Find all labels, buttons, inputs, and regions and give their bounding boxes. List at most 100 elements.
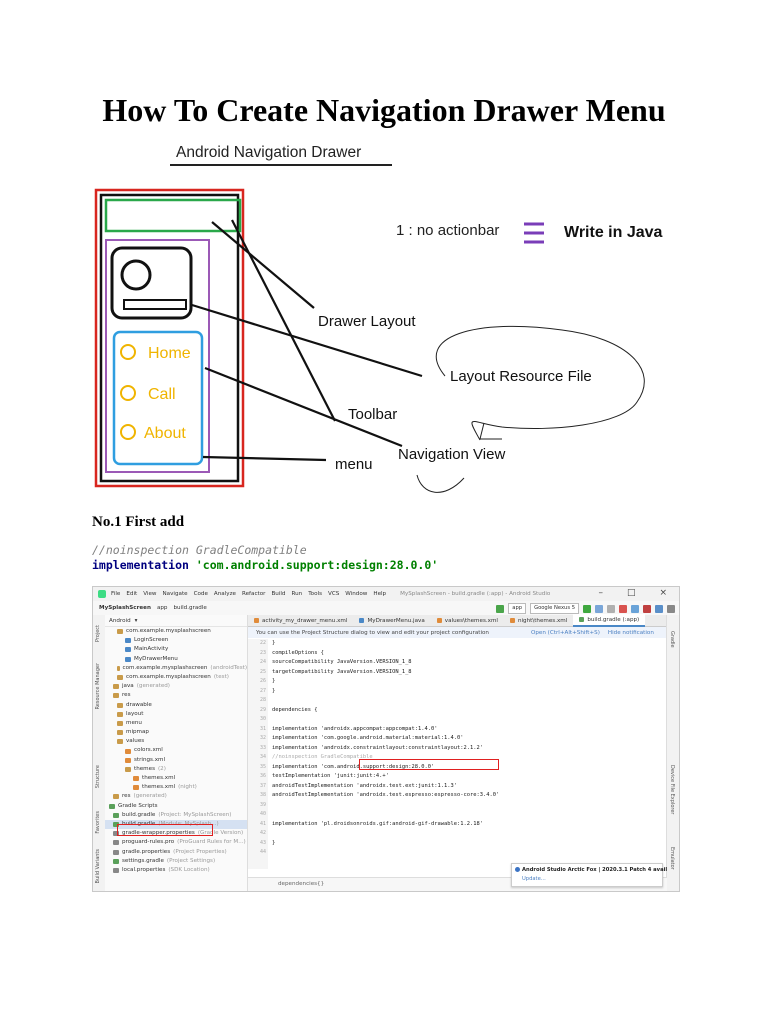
stop-icon[interactable] (619, 604, 627, 613)
tab-my-drawer-menu-java[interactable]: MyDrawerMenu.java (353, 615, 430, 626)
tab-label: activity_my_drawer_menu.xml (262, 617, 348, 624)
menu-build[interactable]: Build (271, 591, 286, 597)
tab-values-themes[interactable]: values\themes.xml (431, 615, 504, 626)
sync-icon[interactable] (631, 604, 639, 613)
side-tab-favorites[interactable]: Favorites (95, 811, 101, 834)
tree-item-detail: (test) (213, 673, 229, 680)
tree-item-detail: (generated) (136, 683, 170, 690)
tree-item[interactable]: layout (105, 710, 247, 719)
tree-item[interactable]: themes.xml (105, 774, 247, 783)
tree-item[interactable]: LoginScreen (105, 636, 247, 645)
menu-item-call: Call (148, 386, 176, 403)
maximize-icon[interactable]: □ (626, 588, 636, 598)
tree-item[interactable]: themes(2) (105, 765, 247, 774)
side-tab-gradle[interactable]: Gradle (669, 631, 675, 648)
tree-item[interactable]: com.example.mysplashscreen(androidTest) (105, 664, 247, 673)
line-number: 23 (259, 649, 266, 656)
file-icon (125, 748, 131, 754)
hammer-icon[interactable] (496, 604, 505, 613)
editor-breadcrumb[interactable]: dependencies{} (278, 881, 325, 887)
code-keyword: implementation (92, 558, 189, 572)
tree-item[interactable]: com.example.mysplashscreen(test) (105, 673, 247, 682)
menu-navigate[interactable]: Navigate (162, 591, 188, 597)
tree-item[interactable]: local.properties(SDK Location) (105, 866, 247, 875)
window-title: MySplashScreen - build.gradle (:app) - A… (400, 591, 551, 597)
tree-item-detail: (Project: MySplashScreen) (158, 811, 232, 818)
menu-item-about: About (144, 425, 186, 442)
tree-item[interactable]: gradle.properties(Project Properties) (105, 848, 247, 857)
close-icon[interactable]: × (659, 588, 667, 598)
device-dropdown[interactable]: Google Nexus 5 (530, 603, 579, 614)
tree-item[interactable]: drawable (105, 701, 247, 710)
code-implementation-line: implementation 'com.android.support:desi… (92, 558, 438, 572)
side-tab-emulator[interactable]: Emulator (669, 847, 675, 870)
tree-item[interactable]: proguard-rules.pro(ProGuard Rules for M.… (105, 838, 247, 847)
breadcrumb-module[interactable]: app (156, 605, 168, 611)
tree-item[interactable]: res (105, 691, 247, 700)
tree-item[interactable]: MainActivity (105, 645, 247, 654)
tree-item-label: Gradle Scripts (118, 802, 158, 809)
file-icon (125, 647, 131, 653)
menu-refactor[interactable]: Refactor (241, 591, 266, 597)
tree-item[interactable]: menu (105, 719, 247, 728)
file-icon (125, 638, 131, 644)
menu-edit[interactable]: Edit (126, 591, 138, 597)
tree-item[interactable]: colors.xml (105, 746, 247, 755)
tree-item[interactable]: com.example.mysplashscreen (105, 627, 247, 636)
tree-item-detail: (ProGuard Rules for M...) (177, 839, 246, 846)
tab-activity-my-drawer-menu[interactable]: activity_my_drawer_menu.xml (248, 615, 353, 626)
minimize-icon[interactable]: – (598, 588, 603, 598)
side-tab-device-file-explorer[interactable]: Device File Explorer (669, 765, 675, 815)
window-controls: – □ × (598, 588, 673, 598)
run-config-dropdown[interactable]: app (508, 603, 527, 614)
debug-icon[interactable] (595, 604, 603, 613)
notice-open-link[interactable]: Open (Ctrl+Alt+Shift+S) (530, 629, 600, 636)
menu-window[interactable]: Window (345, 591, 368, 597)
breadcrumb-file[interactable]: build.gradle (173, 605, 207, 611)
device-manager-icon[interactable] (643, 604, 651, 613)
menu-tools[interactable]: Tools (308, 591, 322, 597)
note-no-actionbar: 1 : no actionbar (396, 222, 499, 239)
side-tab-build-variants[interactable]: Build Variants (95, 849, 101, 884)
menu-code[interactable]: Code (193, 591, 208, 597)
menu-run[interactable]: Run (291, 591, 303, 597)
tree-item[interactable]: gradle-wrapper.properties(Gradle Version… (105, 829, 247, 838)
tree-item[interactable]: Gradle Scripts (105, 802, 247, 811)
side-tab-project[interactable]: Project (95, 625, 101, 643)
tree-item[interactable]: build.gradle(Project: MySplashScreen) (105, 811, 247, 820)
search-icon[interactable] (667, 604, 675, 613)
tab-night-themes[interactable]: night\themes.xml (504, 615, 573, 626)
code-editor[interactable]: } compileOptions { sourceCompatibility J… (268, 639, 667, 869)
tree-item[interactable]: MyDrawerMenu (105, 655, 247, 664)
side-tab-structure[interactable]: Structure (95, 765, 101, 789)
side-tab-resource-manager[interactable]: Resource Manager (95, 663, 101, 710)
line-number: 29 (259, 706, 266, 713)
menu-vcs[interactable]: VCS (328, 591, 340, 597)
tree-item[interactable]: java(generated) (105, 682, 247, 691)
file-icon (117, 665, 120, 671)
tree-item[interactable]: res(generated) (105, 792, 247, 801)
tree-item[interactable]: settings.gradle(Project Settings) (105, 857, 247, 866)
notice-hide-link[interactable]: Hide notification (607, 629, 654, 636)
update-link[interactable]: Update... (522, 876, 546, 882)
line-number: 22 (259, 640, 266, 646)
sdk-manager-icon[interactable] (655, 604, 663, 613)
breadcrumb-project[interactable]: MySplashScreen (99, 605, 151, 611)
tree-item[interactable]: themes.xml(night) (105, 783, 247, 792)
tree-item[interactable]: strings.xml (105, 756, 247, 765)
tree-item-label: gradle-wrapper.properties (122, 830, 195, 837)
tree-item[interactable]: values (105, 737, 247, 746)
run-icon[interactable] (583, 604, 591, 613)
profile-icon[interactable] (607, 604, 615, 613)
tree-item-label: menu (126, 719, 142, 726)
menu-help[interactable]: Help (373, 591, 387, 597)
file-icon (113, 867, 119, 873)
tree-item[interactable]: mipmap (105, 728, 247, 737)
project-view-selector[interactable]: Android▾ (105, 615, 247, 627)
menu-analyze[interactable]: Analyze (213, 591, 236, 597)
notice-text: You can use the Project Structure dialog… (256, 629, 489, 636)
tab-build-gradle-app[interactable]: build.gradle (:app) (573, 614, 646, 627)
menu-view[interactable]: View (143, 591, 157, 597)
menu-file[interactable]: File (111, 591, 121, 597)
